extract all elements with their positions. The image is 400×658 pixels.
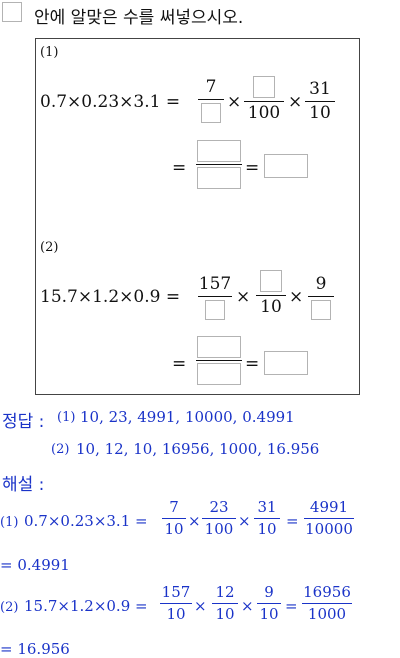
part1-f3-num: 31 — [309, 79, 331, 99]
answer-checkbox[interactable] — [2, 2, 22, 22]
expl2-eq: = — [285, 597, 298, 615]
instruction-text: 안에 알맞은 수를 써넣으시오. — [34, 8, 244, 28]
part2-f1-num: 157 — [198, 274, 232, 294]
part2-eq3: = — [245, 354, 260, 374]
part1-eq3: = — [245, 158, 260, 178]
part1-lhs: 0.7×0.23×3.1 = — [40, 92, 181, 112]
part1-fraction-3: 31 10 — [305, 81, 335, 122]
part2-f1-den-box[interactable] — [205, 300, 225, 320]
answer-line2: 10, 12, 10, 16956, 1000, 16.956 — [76, 440, 320, 458]
answer-line2-label: (2) — [51, 442, 70, 457]
answer-line1-label: (1) — [57, 410, 76, 425]
part2-fraction-2: 10 — [256, 270, 286, 316]
part2-fraction-result — [196, 336, 242, 385]
times-sign: × — [194, 597, 207, 615]
part1-label: (1) — [40, 45, 59, 60]
part1-eq2: = — [172, 158, 187, 178]
times-sign: × — [288, 92, 303, 112]
part1-f2-den: 100 — [247, 103, 281, 123]
part1-result-den-box[interactable] — [197, 167, 241, 189]
times-sign: × — [188, 512, 201, 530]
answer-label: 정답 : — [2, 412, 45, 432]
part2-f3-num: 9 — [315, 274, 327, 294]
part2-fraction-3: 9 — [308, 276, 334, 320]
part2-lhs: 15.7×1.2×0.9 = — [40, 287, 181, 307]
part1-fraction-1: 7 — [198, 79, 224, 123]
part1-f2-num-box[interactable] — [253, 76, 275, 98]
part1-f3-den: 10 — [309, 103, 331, 123]
part1-result-num-box[interactable] — [197, 140, 241, 162]
part2-f3-den-box[interactable] — [311, 300, 331, 320]
expl1-final: = 0.4991 — [0, 556, 70, 574]
expl2-label: (2) — [0, 600, 19, 615]
part2-eq2: = — [172, 354, 187, 374]
part1-fraction-result — [196, 140, 242, 189]
times-sign: × — [227, 92, 242, 112]
expl1-label: (1) — [0, 515, 19, 530]
part2-result-num-box[interactable] — [197, 336, 241, 358]
expl1-lhs: 0.7×0.23×3.1 = — [24, 512, 148, 530]
answer-line1: 10, 23, 4991, 10000, 0.4991 — [80, 408, 295, 426]
times-sign: × — [238, 512, 251, 530]
times-sign: × — [241, 597, 254, 615]
question-panel — [35, 38, 360, 395]
expl2-final: = 16.956 — [0, 640, 70, 658]
times-sign: × — [236, 287, 251, 307]
part1-f1-num: 7 — [205, 77, 217, 97]
part2-result-den-box[interactable] — [197, 363, 241, 385]
part2-final-box[interactable] — [264, 351, 308, 375]
part2-label: (2) — [40, 240, 59, 255]
part1-final-box[interactable] — [264, 154, 308, 178]
times-sign: × — [289, 287, 304, 307]
part1-f1-den-box[interactable] — [201, 103, 221, 123]
explanation-label: 해설 : — [2, 475, 45, 495]
part2-f2-den: 10 — [260, 297, 282, 317]
expl2-lhs: 15.7×1.2×0.9 = — [24, 597, 148, 615]
part2-f2-num-box[interactable] — [260, 270, 282, 292]
part2-fraction-1: 157 — [198, 276, 232, 320]
expl1-eq: = — [286, 512, 299, 530]
part1-fraction-2: 100 — [244, 76, 284, 122]
